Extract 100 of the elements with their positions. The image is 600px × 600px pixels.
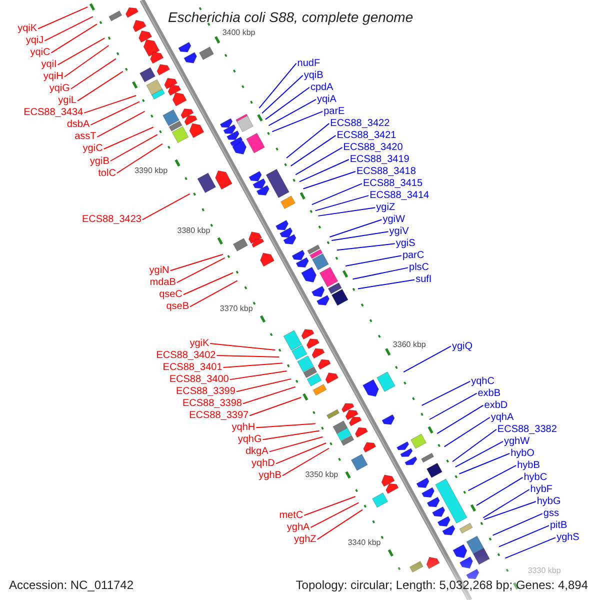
leader-line bbox=[282, 448, 330, 476]
leader-line bbox=[468, 464, 517, 492]
leader-line bbox=[484, 501, 536, 520]
gene-label: parE bbox=[322, 106, 346, 117]
gene-label: yghS bbox=[556, 532, 580, 544]
gene-label: tolC bbox=[97, 168, 117, 179]
scale-label: 3370 kbp bbox=[220, 304, 253, 314]
gene-label: yqhG bbox=[236, 434, 263, 446]
gene-label: yghZ bbox=[293, 534, 318, 545]
gene-label: hybO bbox=[510, 448, 536, 459]
gene-label: hybC bbox=[522, 472, 548, 483]
leader-line bbox=[452, 428, 497, 462]
gene-label: ECS88_3415 bbox=[362, 178, 424, 190]
gene-label: yqiH bbox=[42, 71, 64, 82]
leader-line bbox=[268, 98, 316, 126]
leader-line bbox=[249, 396, 302, 416]
leader-line bbox=[298, 159, 350, 182]
leader-line bbox=[110, 134, 158, 162]
leader-line bbox=[295, 146, 343, 176]
gene-label: hybG bbox=[536, 496, 562, 508]
leader-line bbox=[336, 243, 396, 251]
scale-label: 3360 kbp bbox=[392, 340, 426, 350]
leader-line bbox=[210, 343, 276, 350]
leader-line bbox=[436, 404, 484, 434]
gene-label: ygiB bbox=[88, 156, 110, 166]
leader-line bbox=[498, 525, 550, 548]
gene-label: ECS88_3414 bbox=[368, 190, 430, 202]
gene-label: mdaB bbox=[148, 277, 177, 288]
leader-line bbox=[304, 496, 356, 516]
gene-label: exbB bbox=[476, 388, 502, 399]
gene-label: qseC bbox=[158, 289, 184, 300]
gene-label: ygiQ bbox=[450, 340, 474, 352]
gene-label: ygiL bbox=[57, 95, 78, 106]
gene-label: hybB bbox=[516, 460, 541, 471]
gene-label: dsbA bbox=[66, 119, 91, 130]
leader-line bbox=[262, 430, 320, 440]
gene-label: yqiI bbox=[40, 59, 58, 70]
gene-label: gss bbox=[542, 508, 560, 520]
gene-label: ECS88_3418 bbox=[355, 166, 417, 178]
leader-line bbox=[345, 255, 402, 266]
leader-line bbox=[50, 24, 98, 54]
gene-label: parC bbox=[401, 250, 426, 262]
gene-label: qseB bbox=[165, 301, 190, 312]
leader-line bbox=[302, 171, 356, 190]
gene-label: dkgA bbox=[244, 446, 270, 458]
leader-line bbox=[318, 207, 376, 216]
leader-line bbox=[170, 254, 224, 272]
gene-label: hybF bbox=[529, 484, 554, 495]
gene-label: ECS88_3397 bbox=[188, 410, 250, 422]
gene-label: sufI bbox=[414, 274, 433, 286]
gene-label: plsC bbox=[408, 262, 430, 274]
gene-label: exbD bbox=[483, 400, 509, 411]
leader-line bbox=[482, 489, 530, 518]
gene-label: ECS88_3421 bbox=[336, 130, 398, 141]
leader-line bbox=[64, 45, 110, 78]
gene-label: cpdA bbox=[309, 82, 334, 93]
gene-label: yghW bbox=[503, 436, 531, 447]
gene-label: ECS88_3400 bbox=[168, 374, 230, 386]
leader-line bbox=[311, 183, 363, 206]
leader-line bbox=[403, 346, 452, 373]
gene-label: ygiS bbox=[394, 238, 416, 250]
gene-label: assT bbox=[74, 131, 98, 142]
gene-label: ECS88_3399 bbox=[174, 386, 236, 398]
leader-line bbox=[504, 537, 556, 559]
leader-line bbox=[275, 442, 327, 464]
gene-label: yghA bbox=[286, 522, 311, 533]
gene-label: pitB bbox=[549, 520, 568, 532]
leader-line bbox=[331, 231, 389, 241]
leader-line bbox=[454, 440, 504, 468]
gene-label: ygiW bbox=[382, 214, 406, 226]
scale-label: 3340 kbp bbox=[348, 538, 381, 548]
leader-line bbox=[70, 58, 116, 90]
leader-line bbox=[44, 16, 94, 42]
gene-label: ECS88_3402 bbox=[155, 350, 217, 362]
leader-line bbox=[38, 6, 88, 30]
leader-line bbox=[96, 110, 146, 138]
gene-label: yqhA bbox=[490, 412, 515, 423]
leader-line bbox=[229, 370, 288, 380]
leader-line bbox=[458, 452, 510, 474]
scale-label: 3390 kbp bbox=[134, 166, 168, 176]
footer-note: Accession: NC_011742 bbox=[9, 578, 134, 592]
footer-note: Topology: circular; Length: 5,032,268 bp; Genes: 4,894 bbox=[296, 578, 588, 592]
leader-line bbox=[258, 62, 297, 109]
leader-line bbox=[358, 279, 416, 290]
leader-line bbox=[290, 134, 336, 166]
gene-label: yqiA bbox=[316, 94, 338, 105]
gene-label: yqiB bbox=[302, 70, 324, 81]
leader-line bbox=[310, 502, 360, 528]
gene-label: ECS88_3422 bbox=[329, 118, 391, 129]
gene-label: ygiK bbox=[188, 338, 210, 349]
scale-label: 3350 kbp bbox=[305, 470, 338, 480]
gene-label: ECS88_3420 bbox=[342, 142, 404, 153]
leader-line bbox=[286, 122, 330, 159]
leader-line bbox=[190, 280, 238, 308]
gene-label: yqiK bbox=[16, 23, 38, 34]
leader-line bbox=[476, 476, 524, 506]
leader-line bbox=[316, 509, 364, 540]
leader-line bbox=[116, 143, 163, 174]
leader-line bbox=[256, 423, 316, 428]
leader-line bbox=[182, 272, 234, 296]
